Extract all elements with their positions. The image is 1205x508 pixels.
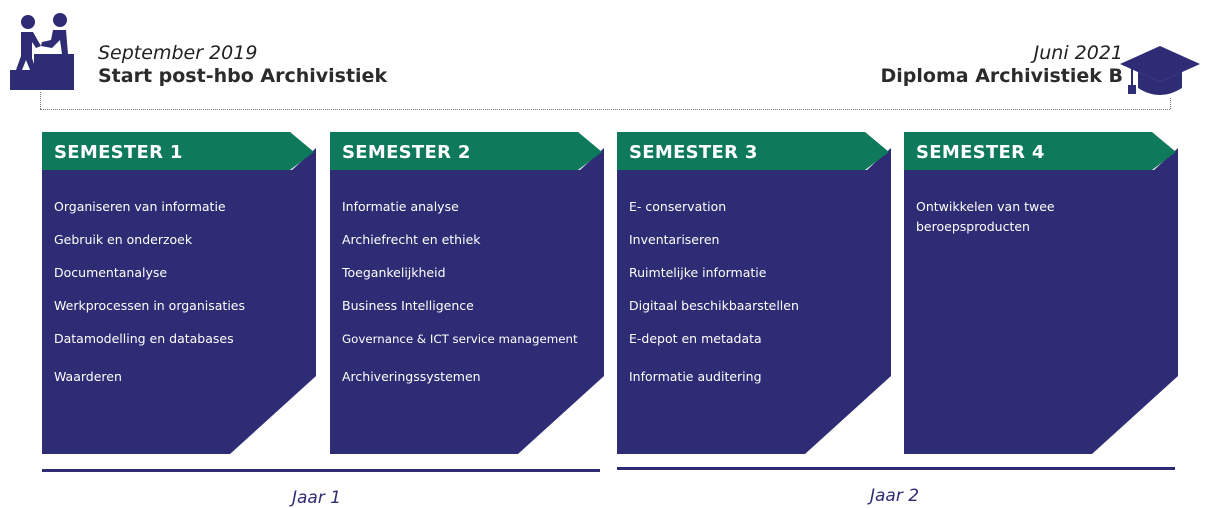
end-milestone: Juni 2021 Diploma Archivistiek B <box>881 42 1123 88</box>
course-item: Toegankelijkheid <box>342 265 446 280</box>
semester-card-1: SEMESTER 1 Organiseren van informatie Ge… <box>42 128 316 458</box>
semester-card-4: SEMESTER 4 Ontwikkelen van twee beroepsp… <box>904 128 1178 458</box>
course-item: Werkprocessen in organisaties <box>54 298 245 313</box>
timeline-dotted-line <box>40 109 1170 110</box>
semester-card-shape <box>904 132 1178 454</box>
end-date: Juni 2021 <box>1033 42 1123 64</box>
end-title: Diploma Archivistiek B <box>880 65 1123 87</box>
semester-title: SEMESTER 2 <box>342 142 471 163</box>
course-item: Ruimtelijke informatie <box>629 265 767 280</box>
semester-card-2: SEMESTER 2 Informatie analyse Archiefrec… <box>330 128 604 458</box>
semester-title: SEMESTER 1 <box>54 142 183 163</box>
course-item: Archiefrecht en ethiek <box>342 232 481 247</box>
course-list: Organiseren van informatie Gebruik en on… <box>54 200 245 403</box>
course-list: E- conservation Inventariseren Ruimtelij… <box>629 200 799 403</box>
year-2-label: Jaar 2 <box>870 486 920 506</box>
course-item: E-depot en metadata <box>629 331 762 346</box>
course-item: Inventariseren <box>629 232 720 247</box>
year-1-bar <box>42 469 600 472</box>
start-milestone: September 2019 Start post-hbo Archivisti… <box>98 42 387 88</box>
semester-title: SEMESTER 4 <box>916 142 1045 163</box>
course-item: Digitaal beschikbaarstellen <box>629 298 799 313</box>
start-title: Start post-hbo Archivistiek <box>98 65 388 87</box>
semester-card-shape <box>42 132 316 454</box>
semester-card-shape <box>330 132 604 454</box>
timeline-right-tick <box>1170 98 1171 109</box>
course-item: Waarderen <box>54 369 122 384</box>
people-helping-step-icon <box>8 10 80 92</box>
course-list: Ontwikkelen van twee beroepsproducten <box>916 199 1106 237</box>
semester-title: SEMESTER 3 <box>629 142 758 163</box>
year-1-label: Jaar 1 <box>292 488 342 508</box>
semester-card-shape <box>617 132 891 454</box>
course-item: Archiveringssystemen <box>342 369 481 384</box>
course-item: Ontwikkelen van twee beroepsproducten <box>916 199 1055 234</box>
course-item: Datamodelling en databases <box>54 331 234 346</box>
year-2-bar <box>617 467 1175 470</box>
course-item: Organiseren van informatie <box>54 199 226 214</box>
course-item: E- conservation <box>629 199 727 214</box>
course-item: Gebruik en onderzoek <box>54 232 193 247</box>
course-item: Business Intelligence <box>342 298 474 313</box>
start-date: September 2019 <box>98 42 258 64</box>
course-list: Informatie analyse Archiefrecht en ethie… <box>342 200 578 403</box>
semester-card-3: SEMESTER 3 E- conservation Inventarisere… <box>617 128 891 458</box>
course-item: Informatie analyse <box>342 199 459 214</box>
graduation-cap-icon <box>1118 40 1202 104</box>
course-item: Informatie auditering <box>629 369 762 384</box>
course-item: Documentanalyse <box>54 265 168 280</box>
timeline-left-tick <box>40 92 41 109</box>
course-item: Governance & ICT service management <box>342 332 578 346</box>
